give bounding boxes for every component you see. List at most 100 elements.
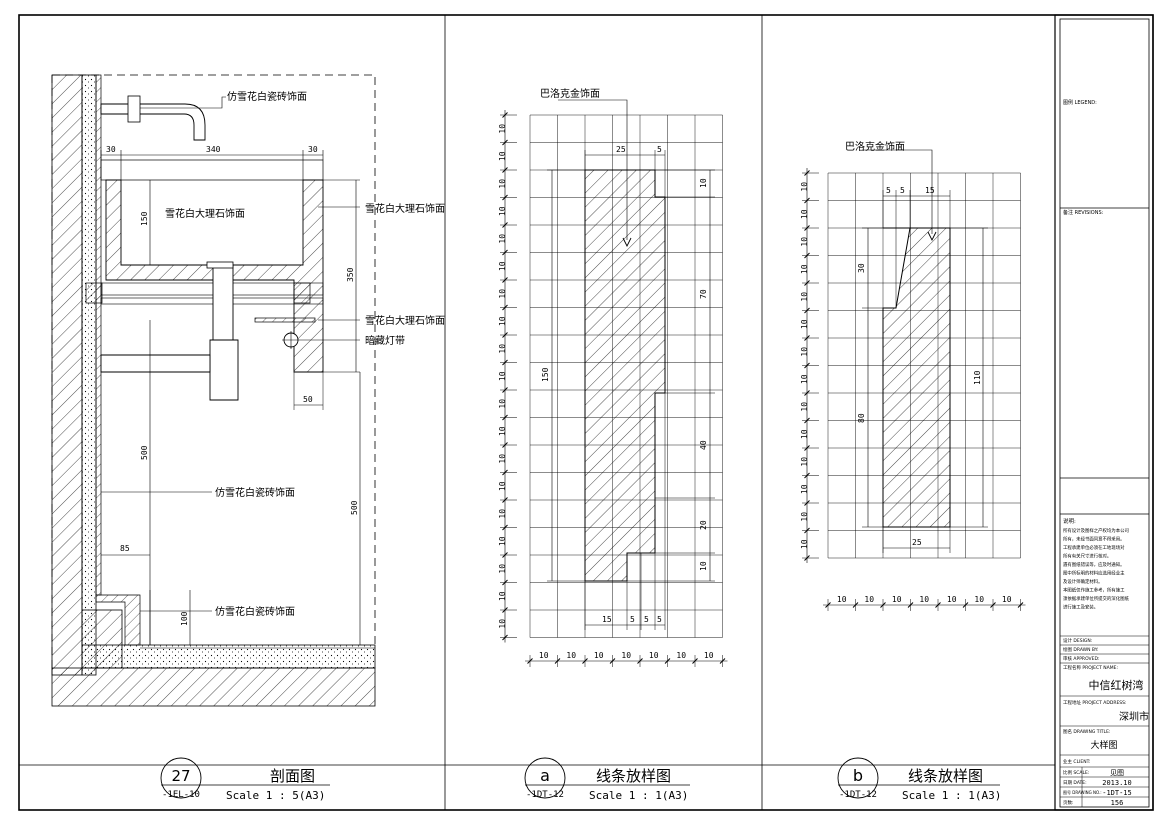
- date-label: 日期 DATE:: [1063, 780, 1087, 786]
- drawing-title-label: 图名 DRAWING TITLE:: [1063, 728, 1110, 735]
- section-number: 27: [171, 767, 190, 785]
- page-no: 156: [1111, 799, 1124, 807]
- dim-30a: 30: [106, 145, 116, 154]
- detail-b-dim-l30: 30: [857, 263, 866, 273]
- detail-a-left-tick-label: 10: [498, 509, 507, 519]
- detail-a-dim-top5: 5: [657, 145, 662, 154]
- detail-b-left-tick-label: 10: [800, 484, 809, 494]
- dim-500a: 500: [140, 445, 149, 460]
- note-line: 进行施工及安装。: [1063, 604, 1098, 611]
- detail-b-left-tick-label: 10: [800, 374, 809, 384]
- design-label: 设计 DESIGN:: [1063, 637, 1092, 644]
- detail-b-left-tick-label: 10: [800, 512, 809, 522]
- detail-a-left-tick-label: 10: [498, 481, 507, 491]
- drawing-no-label: 图号 DRAWING NO.:: [1063, 789, 1102, 795]
- detail-a-dim-top25: 25: [616, 145, 626, 154]
- scale-value: 见图: [1110, 769, 1124, 777]
- project-address: 深圳市: [1119, 710, 1149, 723]
- checked-label: 审核 APPROVED:: [1063, 655, 1099, 662]
- detail-b-bottom-tick-label: 10: [892, 595, 902, 604]
- label-marble-right2: 雪花白大理石饰面: [365, 314, 445, 327]
- detail-b-left-tick-label: 10: [800, 319, 809, 329]
- detail-a-bottom-tick-label: 10: [704, 651, 714, 660]
- note-line: 图中所标明的材料应选用经业主: [1063, 570, 1125, 577]
- detail-a-left-tick-label: 10: [498, 399, 507, 409]
- dim-50: 50: [303, 395, 313, 404]
- detail-b-dim-r110: 110: [973, 370, 982, 385]
- notes-list: 所有设计及图样之产权均为本公司所有，未经书面同意不得采用。工程承建单位必须在工地…: [1063, 527, 1129, 611]
- detail-b-dim-t5b: 5: [900, 186, 905, 195]
- detail-a-dim-r70: 70: [699, 289, 708, 299]
- label-marble-right1: 雪花白大理石饰面: [365, 202, 445, 215]
- detail-b-profile: [882, 227, 951, 528]
- detail-b-title-block: b -1DT-12 线条放样图 Scale 1 : 1(A3): [837, 757, 1001, 802]
- detail-a-left-tick-label: 10: [498, 344, 507, 354]
- detail-a-left-tick-label: 10: [498, 371, 507, 381]
- detail-a-bottom-tick-label: 10: [566, 651, 576, 660]
- dim-350: 350: [346, 267, 355, 282]
- dim-500b: 500: [350, 500, 359, 515]
- detail-b-left-tick-label: 10: [800, 539, 809, 549]
- notes-heading: 说明:: [1063, 517, 1076, 525]
- detail-b-bottom-tick-label: 10: [1002, 595, 1012, 604]
- dim-100: 100: [180, 611, 189, 626]
- section-ref: -1EL-10: [162, 790, 200, 800]
- legend-label: 图例 LEGEND:: [1063, 99, 1097, 106]
- detail-b-left-tick-label: 10: [800, 292, 809, 302]
- revisions-label: 备注 REVISIONS:: [1063, 209, 1104, 216]
- detail-a-left-tick-label: 10: [498, 206, 507, 216]
- label-hidden-light: 暗藏灯带: [365, 334, 405, 347]
- detail-a-left-tick-label: 10: [498, 536, 507, 546]
- label-tile-mid: 仿雪花白瓷砖饰面: [215, 486, 295, 499]
- detail-b-bottom-tick-label: 10: [919, 595, 929, 604]
- title-block: 图例 LEGEND: 备注 REVISIONS: 说明: 所有设计及图样之产权均…: [1054, 14, 1154, 811]
- detail-b-left-tick-label: 10: [800, 402, 809, 412]
- section-view: 仿雪花白瓷砖饰面 雪花白大理石饰面 雪花白大理石饰面 雪花白大理石饰面 暗藏灯带…: [51, 74, 445, 707]
- detail-b-ref: -1DT-12: [839, 790, 877, 800]
- detail-b-bottom-tick-label: 10: [974, 595, 984, 604]
- drawn-label: 绘图 DRAWN BY:: [1063, 646, 1098, 653]
- note-line: 本图纸仅作施工参考，所有施工: [1063, 587, 1125, 594]
- detail-a-title-block: a -1DT-12 线条放样图 Scale 1 : 1(A3): [524, 757, 690, 802]
- detail-b-dim-b25: 25: [912, 538, 922, 547]
- detail-a-left-tick-label: 10: [498, 454, 507, 464]
- detail-b-bottom-tick-label: 10: [947, 595, 957, 604]
- detail-b-scale: Scale 1 : 1(A3): [902, 789, 1001, 802]
- detail-a-profile: [584, 169, 666, 582]
- detail-b-left-tick-label: 10: [800, 182, 809, 192]
- detail-a-bottom-tick-label: 10: [676, 651, 686, 660]
- detail-a-title: 线条放样图: [596, 767, 671, 785]
- dim-85: 85: [120, 544, 130, 553]
- detail-a-left-tick-label: 10: [498, 124, 507, 134]
- detail-a-left-tick-label: 10: [498, 151, 507, 161]
- detail-a-left-tick-label: 10: [498, 261, 507, 271]
- project-address-label: 工程地址 PROJECT ADDRESS:: [1063, 699, 1127, 706]
- detail-a-dim-l150: 150: [541, 367, 550, 382]
- project-name-label: 工程名称 PROJECT NAME:: [1063, 664, 1118, 671]
- detail-a-label: 巴洛克金饰面: [540, 87, 600, 100]
- detail-b-bottom-tick-label: 10: [864, 595, 874, 604]
- drawing-no: -1DT-15: [1102, 789, 1132, 797]
- detail-a-bottom-tick-label: 10: [594, 651, 604, 660]
- note-line: 工程承建单位必须在工地现场对: [1063, 544, 1125, 551]
- section-title-block: 27 -1EL-10 剖面图 Scale 1 : 5(A3): [160, 757, 330, 802]
- note-line: 须依据承建单位所提交的深化图纸: [1063, 595, 1129, 602]
- detail-b-dim-t15: 15: [925, 186, 935, 195]
- detail-a-left-tick-label: 10: [498, 426, 507, 436]
- label-tile-top: 仿雪花白瓷砖饰面: [227, 90, 307, 103]
- label-marble-inner: 雪花白大理石饰面: [165, 207, 245, 220]
- note-line: 及设计师确定材料。: [1063, 578, 1103, 585]
- note-line: 所有，未经书面同意不得采用。: [1063, 536, 1124, 543]
- detail-a-scale: Scale 1 : 1(A3): [589, 789, 688, 802]
- detail-b-left-tick-label: 10: [800, 264, 809, 274]
- date-value: 2013.10: [1102, 779, 1132, 787]
- detail-a-left-tick-label: 10: [498, 234, 507, 244]
- detail-a-left-tick-label: 10: [498, 619, 507, 629]
- detail-b-bottom-tick-label: 10: [837, 595, 847, 604]
- detail-a-dim-b5c: 5: [657, 615, 662, 624]
- detail-b-left-tick-label: 10: [800, 209, 809, 219]
